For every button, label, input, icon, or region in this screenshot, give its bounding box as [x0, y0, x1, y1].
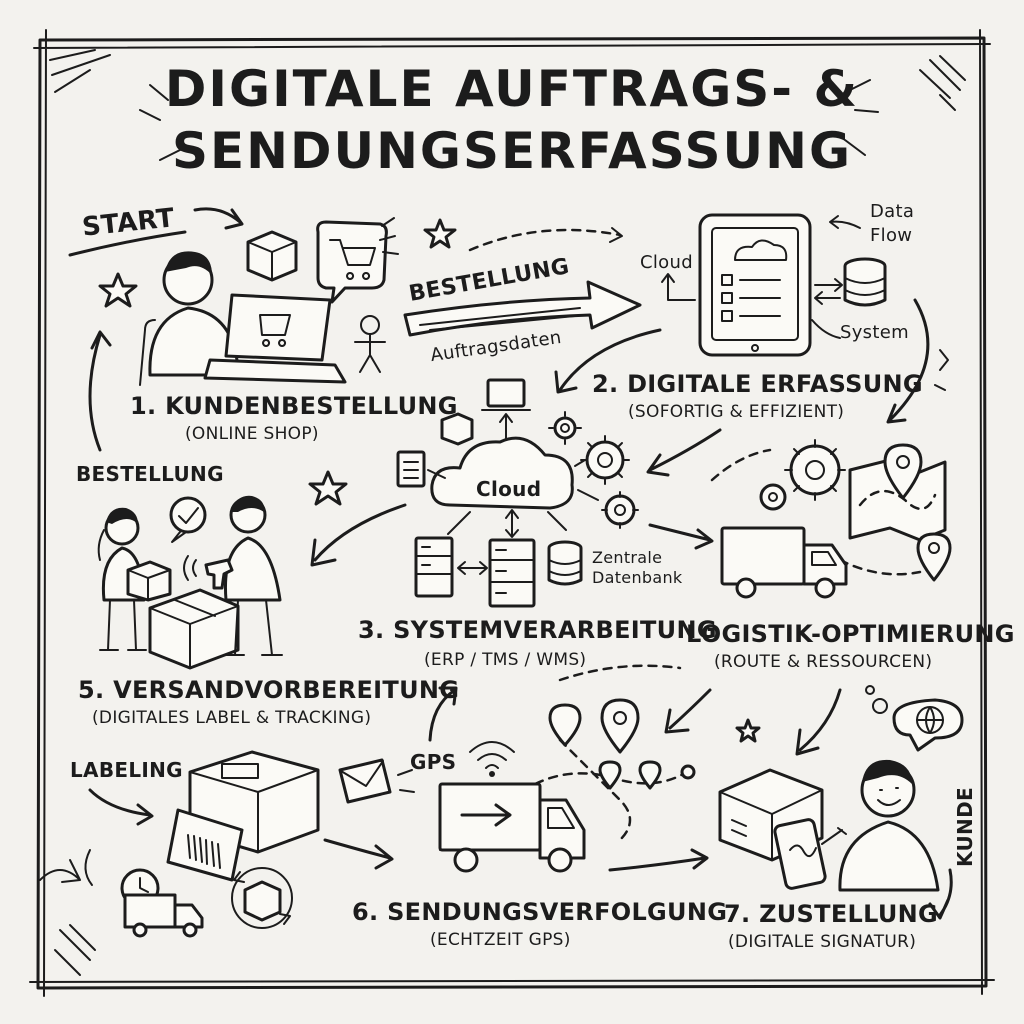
person-laptop-icon — [139, 251, 347, 386]
step-subtitle: (SOFORTIG & EFFIZIENT) — [628, 402, 845, 422]
flow-arrow-to-cloud — [554, 328, 662, 394]
package-small-icon — [440, 412, 474, 446]
step-subtitle: (ECHTZEIT GPS) — [430, 930, 571, 950]
truck-small-icon — [123, 893, 204, 938]
step-subtitle: (DIGITALES LABEL & TRACKING) — [92, 708, 372, 728]
database-small-icon — [547, 540, 583, 586]
zentrale-datenbank-label: Zentrale Datenbank — [592, 548, 683, 587]
flow-arrow-to-truck — [648, 523, 714, 550]
labeling-label: LABELING — [70, 758, 183, 782]
globe-icon — [892, 698, 964, 752]
flow-arrow-right — [886, 298, 930, 424]
step-subtitle: (ONLINE SHOP) — [185, 424, 319, 444]
step-title: 7. ZUSTELLUNG — [724, 900, 939, 928]
decorative-bubbles — [84, 685, 888, 886]
label-printer-icon — [166, 750, 320, 882]
flow-arrow-kunde-1 — [795, 688, 842, 756]
flow-arrow-kunde-2 — [928, 868, 953, 920]
step-title: 1. KUNDENBESTELLUNG — [130, 392, 458, 420]
page-title-line2: SENDUNGSERFASSUNG — [171, 122, 853, 180]
sketch-frame — [29, 29, 995, 997]
document-icon — [396, 450, 426, 488]
step-subtitle: (DIGITALE SIGNATUR) — [728, 932, 917, 952]
flow-arrow-to-delivery — [608, 848, 709, 872]
start-arrow — [193, 207, 244, 230]
route-pins — [508, 698, 696, 842]
cart-icon — [316, 220, 388, 304]
package-icon — [246, 230, 298, 282]
delivery-truck-icon — [438, 782, 586, 873]
flow-arrow-gps-up — [428, 686, 458, 742]
dashed-flow-top — [468, 228, 622, 252]
step-title: 2. DIGITALE ERFASSUNG — [592, 370, 923, 398]
package-held-icon — [126, 560, 172, 602]
truck-icon — [720, 526, 848, 599]
phone-signature-icon — [773, 818, 847, 890]
laptop-small-icon — [481, 378, 531, 411]
worker-scanner-icon — [183, 495, 283, 656]
flow-arrow-logistik — [664, 688, 712, 734]
flow-arrow-labeling — [88, 788, 154, 826]
server-icon — [414, 536, 536, 608]
system-label: System — [840, 322, 909, 343]
bestellung-arrow — [403, 280, 642, 337]
corner-hatch — [919, 55, 966, 111]
large-box-icon — [148, 588, 240, 670]
flow-arrow-left-top — [88, 330, 112, 452]
page-title-line1: DIGITALE AUFTRAGS- & — [164, 60, 860, 118]
data-flow-label: Data Flow — [870, 201, 915, 246]
flow-arrow-to-truck-2 — [323, 838, 394, 870]
checkmark-bubble-icon — [169, 496, 207, 543]
central-cloud-label: Cloud — [476, 477, 542, 501]
step-title: 6. SENDUNGSVERFOLGUNG — [352, 898, 728, 926]
stick-figure — [354, 315, 386, 373]
cloud-side-label: Cloud — [640, 252, 693, 273]
kunde-label: KUNDE — [952, 787, 977, 867]
database-icon — [843, 257, 887, 307]
step-subtitle: (ROUTE & RESSOURCEN) — [714, 652, 933, 672]
gear-icon — [548, 411, 639, 529]
step-title: 5. VERSANDVORBEREITUNG — [78, 676, 460, 704]
star-icon — [98, 218, 949, 743]
cloud-icon — [430, 436, 574, 510]
title-flourish — [139, 79, 879, 161]
gear-large-icon — [759, 439, 846, 511]
envelope-icon — [338, 758, 392, 804]
bestellung-side-label: BESTELLUNG — [76, 462, 224, 486]
flow-arrow-cloud-to-step5 — [310, 503, 407, 567]
customer-icon — [838, 759, 940, 892]
gps-label: GPS — [410, 750, 457, 774]
flow-arrow-to-gears — [646, 428, 722, 477]
start-underline — [68, 230, 187, 257]
step-title: LOGISTIK-OPTIMIERUNG — [686, 620, 1015, 648]
tablet-checklist-icon — [698, 213, 812, 357]
step-title: 3. SYSTEMVERARBEITUNG — [358, 616, 717, 644]
recycle-globe-icon — [231, 867, 293, 929]
map-pin-icon — [883, 443, 952, 582]
wifi-icon — [469, 741, 515, 777]
step-subtitle: (ERP / TMS / WMS) — [424, 650, 587, 670]
